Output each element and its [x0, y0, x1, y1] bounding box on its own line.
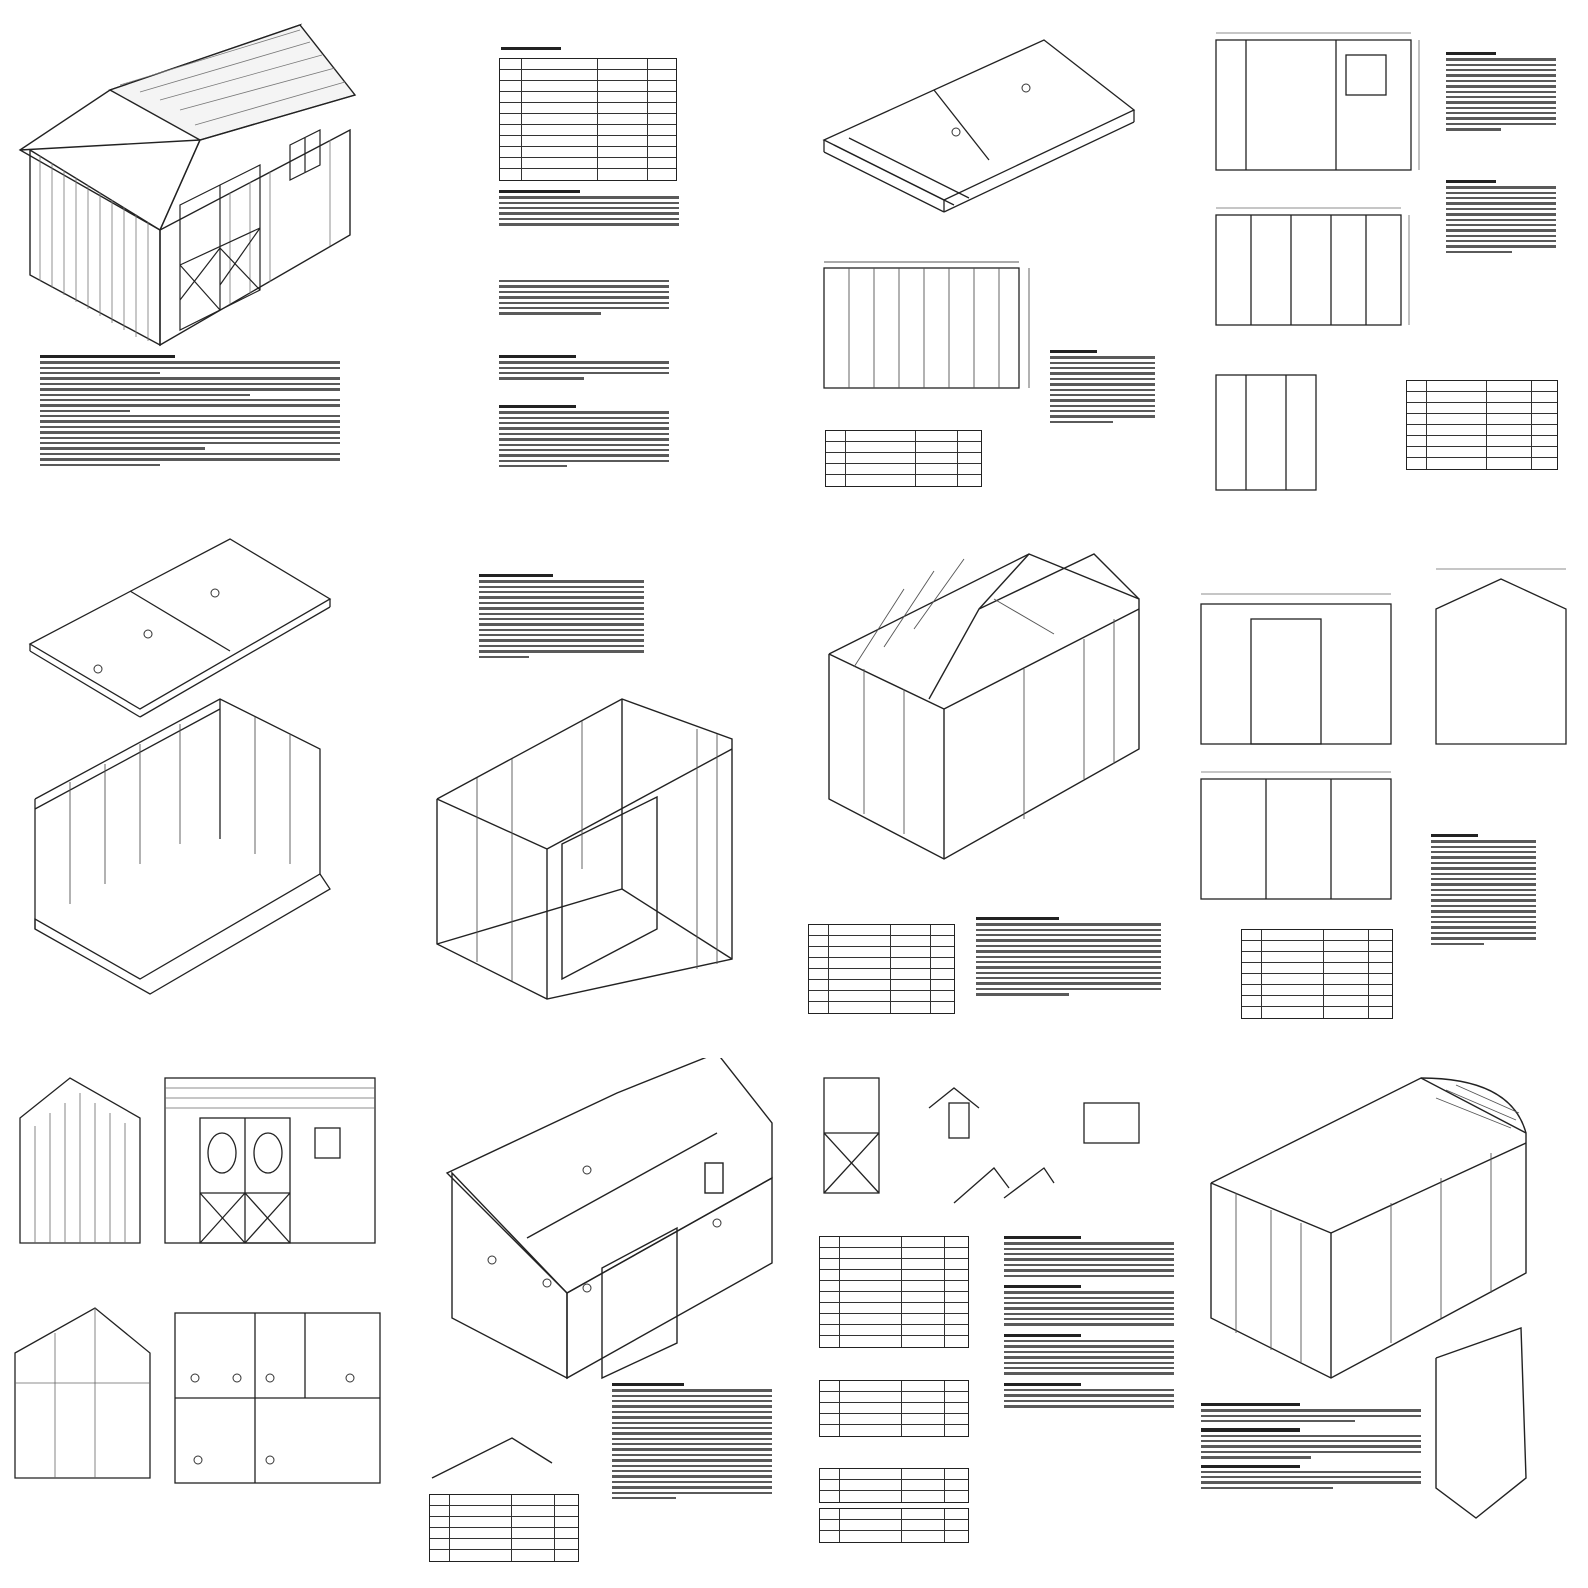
wall-sheathing-drawing	[1200, 568, 1567, 900]
roof-framing-notes	[976, 917, 1161, 999]
roofing-trim-drawing	[1210, 1077, 1527, 1519]
materials-heading	[501, 47, 561, 53]
panel-materials-list	[397, 0, 794, 529]
shed-exterior-drawing	[18, 23, 357, 347]
floor-notes	[1050, 350, 1155, 426]
panel-wall-sheathing	[1191, 529, 1588, 1058]
wall-cut-table	[1406, 380, 1558, 470]
elevations-drawing	[14, 1077, 381, 1484]
wall-elevation-drawing	[1215, 32, 1420, 491]
hardware-list	[499, 190, 679, 229]
panel-wall-elevations	[1191, 0, 1588, 529]
general-notes	[499, 280, 669, 318]
window-cut-table	[819, 1508, 969, 1543]
sheathed-shed-drawing	[431, 1058, 773, 1479]
trim-cut-table	[819, 1380, 969, 1437]
floor-framing-drawing	[822, 39, 1136, 389]
materials-table	[499, 58, 677, 181]
panel-floor-walls	[0, 529, 397, 1058]
door-notes	[1004, 1236, 1174, 1411]
door-details-drawing	[823, 1077, 1140, 1204]
roofing-notes	[1201, 1403, 1421, 1492]
panel-roofing-trim	[1191, 1058, 1588, 1587]
sheathing-cut-table	[1241, 929, 1393, 1019]
panel-door-details	[794, 1058, 1191, 1587]
floor-cut-table	[825, 430, 982, 487]
wall-assembly-drawing	[436, 698, 733, 1000]
cutting-notes	[499, 405, 669, 470]
sheathing-notes	[1431, 834, 1536, 948]
wall-notes-b	[1446, 180, 1556, 256]
panel-shed-exterior	[0, 0, 397, 529]
exterior-notes	[40, 355, 340, 469]
door-cut-table	[819, 1236, 969, 1348]
panel-elevations	[0, 1058, 397, 1587]
roof-cut-table	[808, 924, 955, 1014]
wall-assembly-notes	[479, 574, 644, 661]
tools-notes	[499, 355, 669, 383]
roof-framing-drawing	[828, 553, 1140, 860]
misc-cut-table	[819, 1468, 969, 1503]
panel-sheathed-shed	[397, 1058, 794, 1587]
roof-sheathing-table	[429, 1494, 579, 1562]
panel-roof-framing	[794, 529, 1191, 1058]
panel-floor-framing	[794, 0, 1191, 529]
panel-wall-assembly	[397, 529, 794, 1058]
floor-walls-drawing	[28, 538, 332, 995]
wall-notes-a	[1446, 52, 1556, 134]
roof-sheathing-notes	[612, 1383, 772, 1502]
